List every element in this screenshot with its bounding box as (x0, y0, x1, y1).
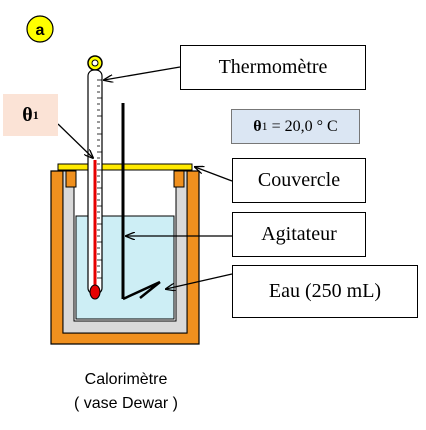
label-couvercle: Couvercle (232, 158, 366, 203)
stirrer-paddle (122, 280, 161, 301)
thermometer-ring-hole (91, 59, 99, 67)
temperature-value: = 20,0 ° C (271, 117, 338, 135)
thermometer-bulb (89, 284, 101, 300)
temperature-symbol: θ (253, 117, 262, 135)
badge-letter: a (36, 22, 45, 39)
theta-subscript: 1 (32, 107, 39, 122)
badge-circle (26, 15, 54, 43)
lid-support-right (173, 170, 185, 188)
label-thermometre: Thermomètre (180, 45, 366, 90)
temperature-subscript: 1 (261, 119, 268, 133)
arrow-couvercle (195, 167, 233, 182)
label-eau: Eau (250 mL) (232, 265, 418, 318)
caption-line-1: Calorimètre (84, 371, 168, 388)
caption-line-2: ( vase Dewar ) (73, 395, 179, 412)
lid-support-left (65, 170, 77, 188)
lid (57, 163, 193, 171)
arrow-theta (57, 123, 93, 158)
theta-symbol: θ (22, 103, 33, 126)
thermometer-ticks (97, 79, 102, 279)
arrow-eau (166, 273, 233, 289)
arrow-thermometre (104, 66, 181, 80)
label-agitateur: Agitateur (232, 212, 366, 257)
